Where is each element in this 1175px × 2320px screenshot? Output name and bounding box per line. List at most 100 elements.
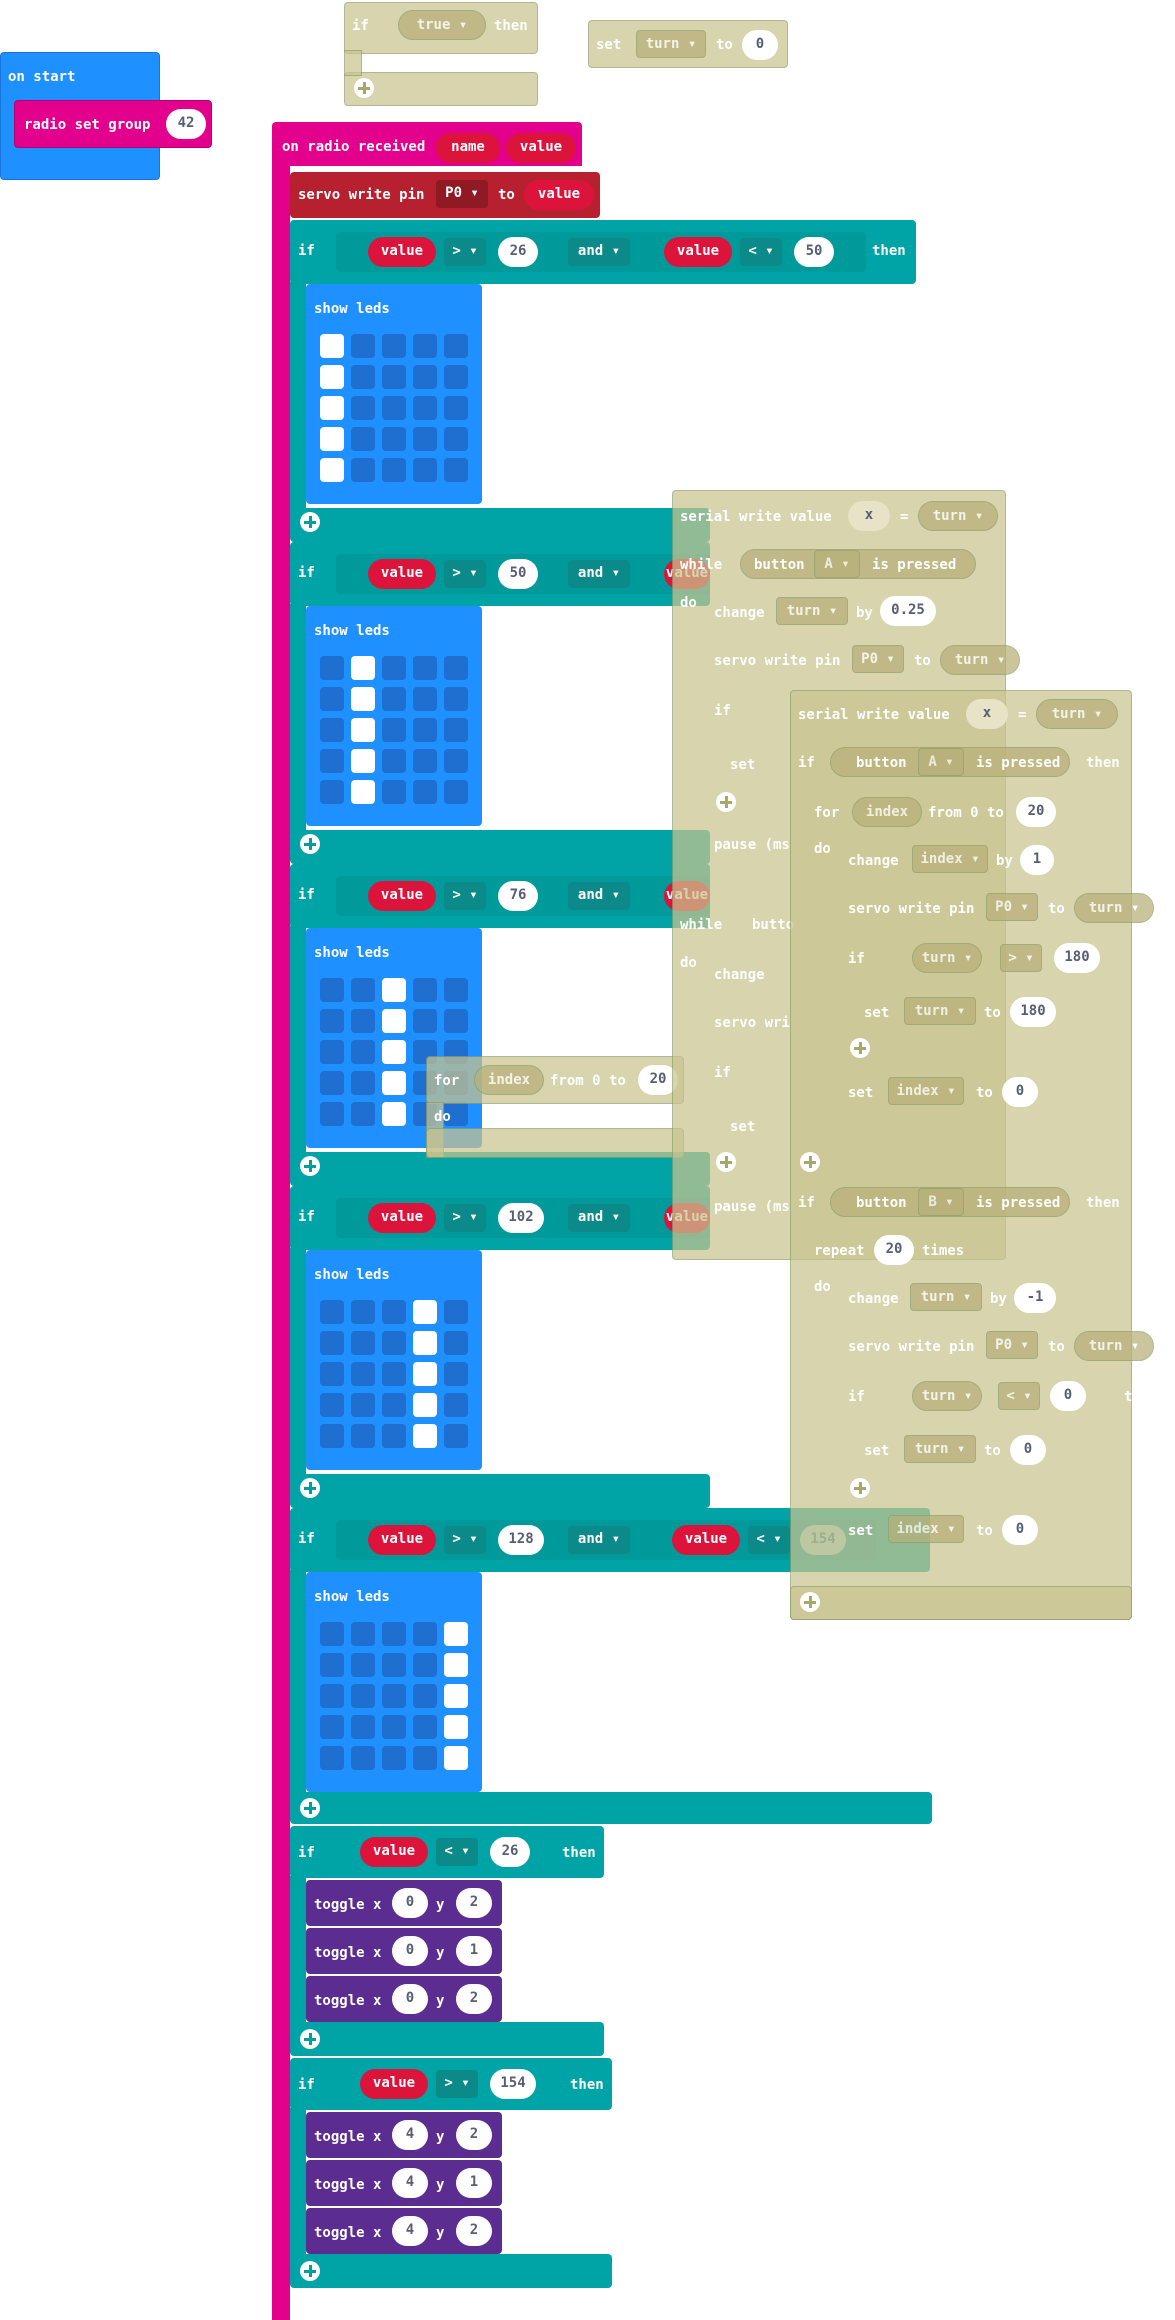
compare-op-dropdown[interactable]: > ▾	[444, 560, 486, 588]
compare-op-dropdown[interactable]: > ▾	[444, 882, 486, 910]
ghost-set-var-dropdown[interactable]: turn ▾	[904, 1435, 976, 1463]
toggle-y-number[interactable]: 1	[456, 2168, 492, 2198]
ghost-turn-var[interactable]: turn ▾	[1036, 699, 1118, 729]
ghost-add-icon[interactable]	[716, 1152, 736, 1172]
ghost-set-value[interactable]: 0	[742, 30, 778, 60]
add-else-icon[interactable]	[300, 512, 320, 532]
ghost-repeat-number[interactable]: 20	[874, 1235, 914, 1265]
compare-number[interactable]: 128	[498, 1525, 544, 1555]
ghost-compare-number[interactable]: 0	[1050, 1381, 1086, 1411]
ghost-compare-op-dropdown[interactable]: < ▾	[998, 1382, 1040, 1410]
toggle-x-number[interactable]: 4	[392, 2216, 428, 2246]
value-var[interactable]: value	[360, 2069, 428, 2099]
ghost-set-var-dropdown[interactable]: turn ▾	[904, 997, 976, 1025]
add-else-icon[interactable]	[300, 2029, 320, 2049]
and-dropdown[interactable]: and ▾	[568, 1526, 630, 1554]
ghost-turn-var[interactable]: turn ▾	[912, 943, 982, 973]
servo-value-var[interactable]: value	[524, 180, 594, 210]
led-grid[interactable]	[320, 656, 474, 810]
add-else-icon[interactable]	[300, 2261, 320, 2281]
compare-number[interactable]: 26	[490, 1837, 530, 1867]
ghost-stack-b[interactable]	[790, 690, 1132, 1620]
led-grid[interactable]	[320, 334, 474, 488]
value-var[interactable]: value	[368, 1203, 436, 1233]
compare-op-dropdown[interactable]: > ▾	[444, 1204, 486, 1232]
ghost-set-index-dropdown[interactable]: index ▾	[888, 1515, 964, 1543]
ghost-index-var[interactable]: index	[474, 1065, 544, 1095]
ghost-change-amount[interactable]: -1	[1014, 1283, 1056, 1313]
compare-number[interactable]: 154	[490, 2069, 536, 2099]
value-var[interactable]: value	[672, 1525, 740, 1555]
ghost-change-var-dropdown[interactable]: turn ▾	[910, 1283, 982, 1311]
ghost-index-var[interactable]: index	[852, 797, 922, 827]
ghost-add-icon[interactable]	[716, 792, 736, 812]
and-dropdown[interactable]: and ▾	[568, 1204, 630, 1232]
value-var[interactable]: value	[368, 237, 436, 267]
led-grid[interactable]	[320, 1300, 474, 1454]
ghost-servo-pin-dropdown[interactable]: P0 ▾	[986, 1331, 1038, 1359]
toggle-y-number[interactable]: 1	[456, 1936, 492, 1966]
add-else-icon[interactable]	[300, 1478, 320, 1498]
compare-number[interactable]: 50	[794, 237, 834, 267]
ghost-servo-pin-dropdown[interactable]: P0 ▾	[986, 893, 1038, 921]
toggle-x-number[interactable]: 0	[392, 1888, 428, 1918]
compare-op-dropdown[interactable]: < ▾	[748, 1526, 790, 1554]
value-var[interactable]: value	[360, 1837, 428, 1867]
compare-number[interactable]: 26	[498, 237, 538, 267]
ghost-set-value[interactable]: 0	[1002, 1515, 1038, 1545]
add-else-icon[interactable]	[300, 834, 320, 854]
ghost-add-icon[interactable]	[800, 1592, 820, 1612]
ghost-set-value[interactable]: 0	[1010, 1435, 1046, 1465]
ghost-add-icon[interactable]	[354, 78, 374, 98]
ghost-set-var-dropdown[interactable]: turn ▾	[636, 30, 706, 58]
ghost-change-amount[interactable]: 0.25	[880, 596, 936, 626]
compare-op-dropdown[interactable]: < ▾	[740, 238, 782, 266]
ghost-change-var-dropdown[interactable]: turn ▾	[776, 597, 848, 625]
ghost-set-value[interactable]: 0	[1002, 1077, 1038, 1107]
ghost-servo-pin-dropdown[interactable]: P0 ▾	[852, 645, 904, 673]
ghost-for-number[interactable]: 20	[638, 1065, 678, 1095]
ghost-button-a-dropdown[interactable]: A ▾	[814, 550, 860, 578]
add-else-icon[interactable]	[300, 1156, 320, 1176]
ghost-servo-turn-var[interactable]: turn ▾	[1074, 893, 1154, 923]
value-var[interactable]: value	[368, 881, 436, 911]
ghost-set-value[interactable]: 180	[1010, 997, 1056, 1027]
toggle-y-number[interactable]: 2	[456, 1984, 492, 2014]
add-else-icon[interactable]	[300, 1798, 320, 1818]
radio-group-number[interactable]: 42	[166, 109, 206, 139]
ghost-change-amount[interactable]: 1	[1020, 845, 1054, 875]
ghost-add-icon[interactable]	[850, 1038, 870, 1058]
toggle-x-number[interactable]: 0	[392, 1936, 428, 1966]
and-dropdown[interactable]: and ▾	[568, 560, 630, 588]
toggle-y-number[interactable]: 2	[456, 1888, 492, 1918]
toggle-x-number[interactable]: 4	[392, 2168, 428, 2198]
param-value[interactable]: value	[506, 133, 576, 163]
ghost-servo-turn-var[interactable]: turn ▾	[940, 645, 1020, 675]
value-var[interactable]: value	[368, 559, 436, 589]
compare-number[interactable]: 102	[498, 1203, 544, 1233]
ghost-servo-turn-var[interactable]: turn ▾	[1074, 1331, 1154, 1361]
toggle-y-number[interactable]: 2	[456, 2216, 492, 2246]
toggle-x-number[interactable]: 4	[392, 2120, 428, 2150]
param-name[interactable]: name	[436, 133, 500, 163]
led-grid[interactable]	[320, 1622, 474, 1776]
compare-op-dropdown[interactable]: > ▾	[436, 2070, 478, 2098]
and-dropdown[interactable]: and ▾	[568, 238, 630, 266]
and-dropdown[interactable]: and ▾	[568, 882, 630, 910]
compare-op-dropdown[interactable]: < ▾	[436, 1838, 478, 1866]
servo-pin-dropdown[interactable]: P0 ▾	[436, 180, 488, 208]
ghost-compare-op-dropdown[interactable]: > ▾	[1000, 944, 1042, 972]
ghost-turn-var[interactable]: turn ▾	[912, 1381, 982, 1411]
ghost-turn-var[interactable]: turn ▾	[918, 501, 998, 531]
compare-number[interactable]: 76	[498, 881, 538, 911]
ghost-for-number[interactable]: 20	[1016, 797, 1056, 827]
ghost-button-b-dropdown[interactable]: B ▾	[918, 1188, 964, 1216]
toggle-y-number[interactable]: 2	[456, 2120, 492, 2150]
ghost-set-index-dropdown[interactable]: index ▾	[888, 1077, 964, 1105]
value-var[interactable]: value	[664, 237, 732, 267]
compare-op-dropdown[interactable]: > ▾	[444, 238, 486, 266]
ghost-change-index-dropdown[interactable]: index ▾	[912, 845, 988, 873]
value-var[interactable]: value	[368, 1525, 436, 1555]
led-grid[interactable]	[320, 978, 474, 1132]
ghost-true-dropdown[interactable]: true ▾	[398, 10, 486, 40]
